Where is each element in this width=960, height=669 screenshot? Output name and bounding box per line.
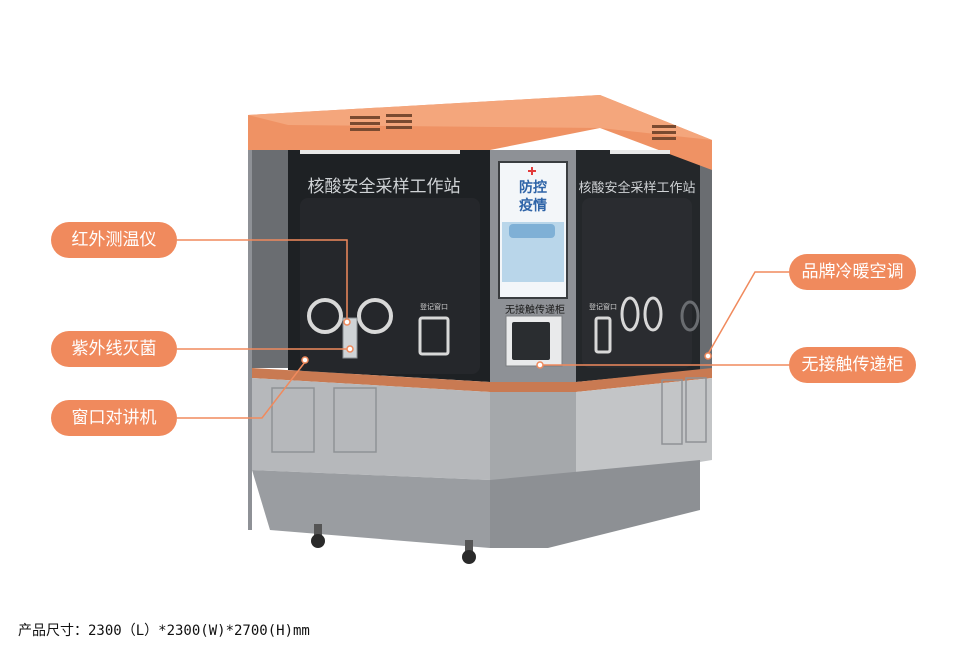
registration-window-label: 登记窗口 (420, 302, 448, 311)
cabinet-door (271, 387, 315, 453)
registration-window (418, 316, 450, 356)
cabinet-door (661, 379, 683, 445)
callout-uv-sterilizer: 紫外线灭菌 (51, 331, 177, 367)
callout-infrared-thermometer: 红外测温仪 (51, 222, 177, 258)
glove-port (680, 300, 700, 332)
callout-window-intercom: 窗口对讲机 (51, 400, 177, 436)
cabinet-label: 无接触传递柜 (505, 303, 565, 316)
glove-port (620, 296, 640, 332)
glove-port (307, 298, 343, 334)
left-side-wall (248, 140, 288, 368)
registration-window (594, 316, 612, 354)
glove-port (357, 298, 393, 334)
product-dimensions: 产品尺寸：2300（L）*2300(W)*2700(H)mm (18, 623, 310, 639)
screen-title-line1: 防控 (519, 179, 547, 196)
skirt-right (490, 460, 700, 548)
callout-contactless-cabinet: 无接触传递柜 (789, 347, 916, 383)
counter-edge (252, 368, 712, 392)
callout-air-conditioner: 品牌冷暖空调 (789, 254, 916, 290)
booth-sign-right: 核酸安全采样工作站 (578, 180, 695, 196)
registration-window-label: 登记窗口 (589, 302, 617, 311)
cabinet-door (333, 387, 377, 453)
lamp-icon (300, 150, 460, 154)
right-side-wall (700, 150, 712, 370)
roof-top (248, 95, 712, 140)
base-center (490, 392, 576, 482)
wheel-icon (311, 524, 476, 564)
lamp-icon (610, 150, 670, 154)
booth-sign-left: 核酸安全采样工作站 (308, 177, 461, 197)
base-right (576, 378, 712, 482)
callout-lines (177, 239, 789, 419)
cabinet-door (685, 377, 707, 443)
skirt-left (252, 470, 490, 548)
screen-title-line2: 疫情 (519, 197, 547, 214)
vent-icon (350, 114, 676, 140)
glove-port (643, 296, 663, 332)
base-left (252, 378, 490, 480)
